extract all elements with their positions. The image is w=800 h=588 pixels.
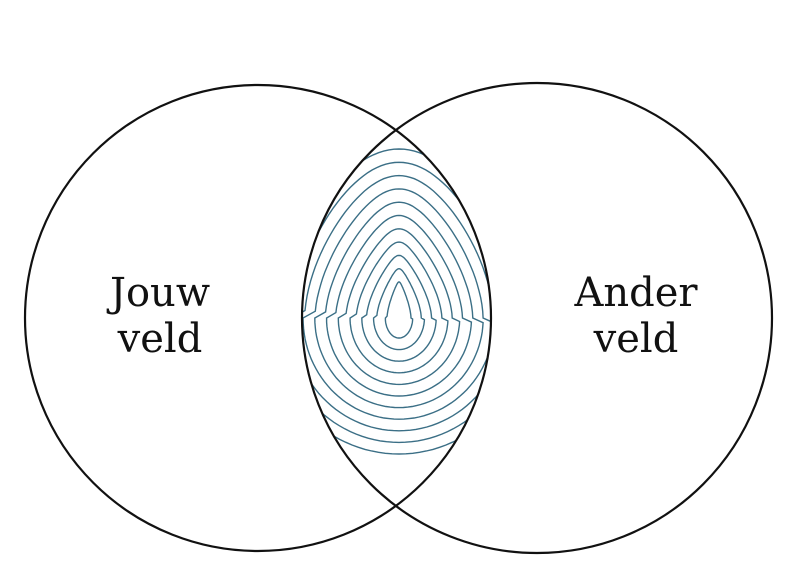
left-circle <box>23 83 493 553</box>
right-field-label: Ander veld <box>536 270 736 362</box>
right-circle <box>300 81 774 555</box>
contour-line <box>349 241 449 374</box>
contour-line <box>384 281 414 339</box>
contour-line <box>302 174 491 432</box>
left-label-line2: veld <box>117 316 203 362</box>
contour-line <box>337 228 461 386</box>
contour-line <box>325 214 473 397</box>
contour-line <box>372 267 426 351</box>
contour-line <box>302 188 491 420</box>
right-label-line1: Ander <box>574 270 698 316</box>
right-label-line2: veld <box>593 316 679 362</box>
left-field-label: Jouw veld <box>60 270 260 362</box>
contour-line <box>302 161 491 444</box>
left-label-line1: Jouw <box>109 270 211 316</box>
contour-line <box>361 254 437 362</box>
contour-line <box>314 201 484 409</box>
